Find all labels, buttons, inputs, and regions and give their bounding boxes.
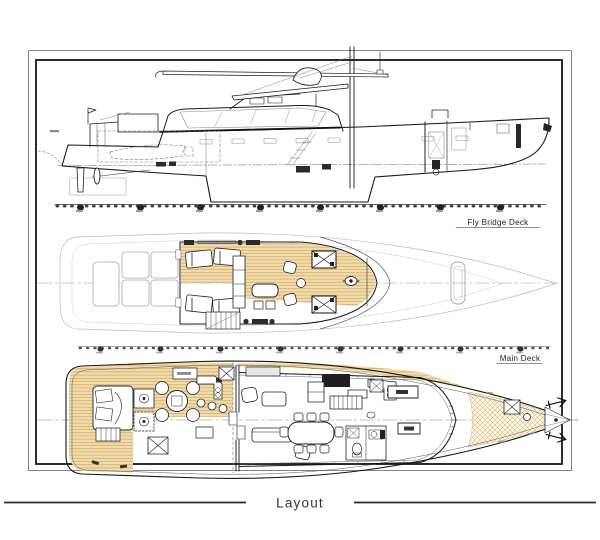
- aft-deck-table: [166, 390, 188, 412]
- chair: [186, 408, 200, 422]
- dining-chair: [306, 412, 317, 422]
- fly-bridge-deck-label: Fly Bridge Deck: [455, 218, 541, 228]
- chair: [155, 408, 169, 422]
- anchor-icon: [545, 431, 567, 443]
- tv-cabinet: [322, 374, 350, 387]
- dining-chair: [279, 426, 289, 438]
- caption-title: Layout: [276, 496, 324, 511]
- toilet: [352, 442, 362, 456]
- bow-compartment: [424, 109, 552, 176]
- main-deck-label: Main Deck: [496, 354, 543, 364]
- stern-flag-icon: [87, 107, 97, 125]
- windlass: [523, 413, 531, 421]
- aft-bulkhead: [235, 365, 240, 472]
- profile-station-ruler: [54, 204, 549, 213]
- windscreen-outer: [319, 236, 391, 330]
- galley-and-head: [329, 378, 397, 461]
- dining-chair: [306, 444, 317, 454]
- armchair: [241, 386, 258, 403]
- rudder: [76, 167, 85, 193]
- sliding-door: [236, 425, 246, 440]
- side-step: [175, 297, 182, 308]
- hull-outline: [65, 360, 571, 479]
- hull-ghost-inner: [71, 239, 503, 327]
- dining-chair: [319, 412, 330, 422]
- flybridge-outline: [179, 241, 378, 325]
- hull-profile: [61, 117, 550, 203]
- svg-text:Fly Bridge Deck: Fly Bridge Deck: [468, 218, 530, 227]
- boom: [231, 83, 349, 101]
- sink: [370, 431, 378, 438]
- foredeck-hatches: [311, 250, 466, 314]
- transom-door-swing: [36, 150, 63, 167]
- sliding-door: [228, 411, 238, 426]
- hull-ghost-outer: [59, 232, 557, 334]
- flybridge-stairs: [205, 311, 241, 330]
- flybridge-lounge-set: [232, 255, 306, 310]
- windshield-mullions: [448, 405, 456, 435]
- bar-stool: [207, 401, 217, 411]
- machinery-marks: [156, 161, 331, 173]
- hull-windows: [199, 135, 469, 145]
- stairs-down: [329, 395, 363, 410]
- svg-text:Main Deck: Main Deck: [500, 354, 541, 363]
- dining-table: [287, 421, 335, 445]
- bar-counter: [196, 375, 223, 400]
- bar-stool: [218, 404, 228, 413]
- dining-chair: [334, 426, 344, 438]
- dining-chair: [293, 412, 304, 422]
- stern-note-smudge: [50, 130, 59, 133]
- propeller-icon: [93, 167, 101, 185]
- salon-interior: [241, 366, 350, 461]
- main-deck-view: Main Deck: [37, 354, 580, 479]
- hull-interior-lines: [205, 131, 317, 177]
- drawing-border-outer: [28, 50, 572, 471]
- coffee-table: [261, 391, 287, 407]
- foredeck-items: [369, 379, 421, 435]
- profile-view: [36, 46, 552, 213]
- plan-station-ruler: [77, 346, 553, 354]
- dining-chair: [319, 444, 330, 454]
- furled-sail: [292, 67, 322, 86]
- bulwark-inner-line: [71, 364, 559, 475]
- helm-chair: [282, 260, 297, 275]
- helm-chair: [283, 292, 298, 307]
- drawing-border-inner: [35, 59, 563, 465]
- aft-sunpads-ghost: [92, 251, 179, 307]
- caption-bar: Layout: [4, 496, 596, 511]
- flybridge-table: [251, 283, 279, 298]
- bow-gear: [503, 397, 580, 443]
- chair: [155, 381, 169, 395]
- fly-bridge-deck-view: Fly Bridge Deck: [37, 218, 561, 354]
- foredeck-seat: [450, 261, 466, 305]
- dining-chair: [293, 444, 304, 454]
- propeller-shaft: [91, 169, 151, 178]
- sailing-rig: [155, 46, 389, 189]
- chair: [186, 381, 200, 395]
- sideboard: [245, 366, 281, 377]
- house-side-walls: [238, 372, 457, 467]
- waterline: [57, 163, 546, 166]
- deck-caprail: [159, 126, 341, 133]
- tender-garage: [97, 130, 221, 163]
- edge-note-smudges: [485, 391, 536, 444]
- aft-deck-furniture: [91, 366, 235, 469]
- aft-deckhouse: [87, 107, 159, 148]
- aft-stairs: [95, 427, 121, 442]
- bow-anchor-pocket: [543, 123, 552, 132]
- bar-stool: [196, 398, 206, 408]
- anchor-icon: [545, 397, 567, 409]
- side-step: [175, 249, 182, 260]
